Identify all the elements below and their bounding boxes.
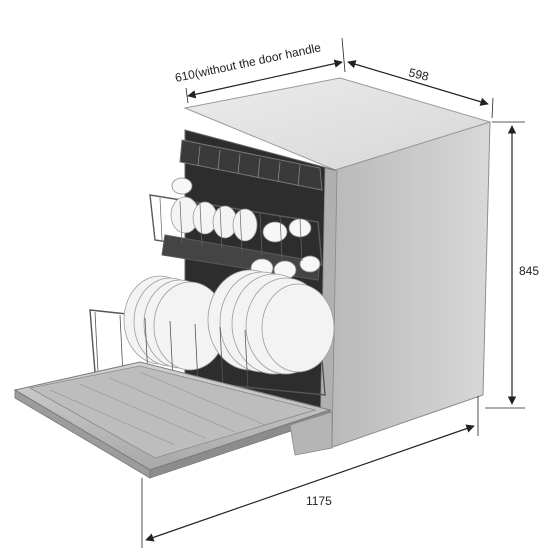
- label-width: 598: [407, 65, 430, 84]
- dim-width-line: [347, 60, 489, 106]
- label-height: 845: [519, 264, 539, 278]
- label-open-depth: 1175: [306, 494, 332, 508]
- dim-depth-line: [187, 59, 343, 99]
- dimension-annotations: [141, 37, 525, 548]
- cutlery-tray: [179, 139, 323, 191]
- label-depth-without-handle: 610(without the door handle: [174, 40, 323, 85]
- dishwasher-illustration: [13, 77, 492, 479]
- lower-rack: [89, 269, 335, 397]
- cabinet-side-panel: [329, 121, 491, 449]
- dim-depth-extension-right: [341, 37, 346, 73]
- dim-open-depth-line: [145, 424, 475, 542]
- dim-width-extension: [491, 97, 494, 119]
- dim-depth-extension-left: [185, 87, 189, 104]
